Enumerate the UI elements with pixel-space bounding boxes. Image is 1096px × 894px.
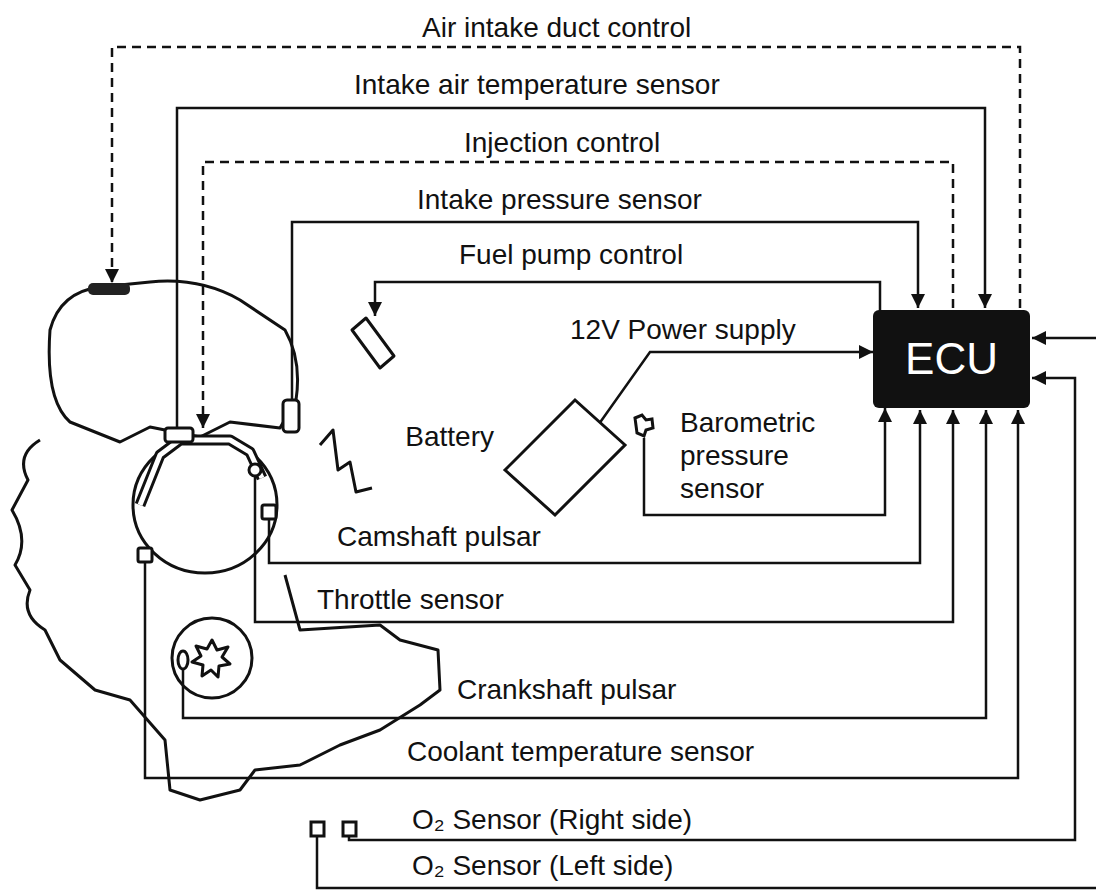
pressure-sensor: Barometric pressure sensor bbox=[632, 412, 656, 438]
control-wire bbox=[375, 282, 880, 316]
sensor-outline bbox=[632, 412, 656, 438]
wire-label: Fuel pump control bbox=[457, 238, 685, 272]
intake-tube-inner bbox=[140, 440, 262, 505]
wire-label: O₂ Sensor (Left side) bbox=[410, 849, 675, 883]
sensor-symbols bbox=[138, 400, 356, 836]
intake-pressure-sensor bbox=[283, 400, 299, 432]
part-label: Barometric pressure sensor bbox=[680, 406, 855, 505]
sensor-body bbox=[635, 415, 653, 436]
wire-label: Coolant temperature sensor bbox=[405, 735, 756, 769]
coolant-temperature-sensor bbox=[138, 548, 152, 562]
pulsar-gear bbox=[192, 640, 230, 677]
intake-tube bbox=[140, 440, 262, 505]
air-cleaner-housing bbox=[49, 281, 297, 442]
edge-label: 12V Power supply bbox=[568, 313, 798, 347]
wire-label: Throttle sensor bbox=[315, 583, 506, 617]
wires bbox=[112, 47, 1096, 888]
control-wire bbox=[203, 162, 953, 428]
fuel-pump bbox=[352, 318, 394, 368]
battery: Battery bbox=[500, 395, 630, 520]
sensor-wire bbox=[317, 836, 1096, 888]
camshaft-pulsar-bracket bbox=[320, 430, 372, 492]
battery-outline bbox=[500, 395, 630, 520]
control-wire bbox=[112, 47, 1020, 308]
camshaft-pulsar-sensor bbox=[262, 505, 276, 519]
wire-label: Camshaft pulsar bbox=[335, 520, 543, 554]
wire-label: O₂ Sensor (Right side) bbox=[410, 803, 694, 837]
wire-label: Injection control bbox=[462, 126, 662, 160]
injector bbox=[165, 428, 193, 442]
sensor-wire bbox=[292, 222, 918, 400]
sensor-wire bbox=[1032, 337, 1096, 340]
wire-label: Intake air temperature sensor bbox=[352, 68, 722, 102]
part-label: Battery bbox=[405, 420, 494, 454]
wire-label: Air intake duct control bbox=[420, 11, 693, 45]
throttle-sensor bbox=[249, 464, 261, 476]
ecu-label: ECU bbox=[905, 334, 998, 384]
battery-body bbox=[505, 400, 625, 515]
o2-sensor-right bbox=[343, 822, 356, 836]
wire-label: Intake pressure sensor bbox=[415, 183, 704, 217]
air-intake-duct bbox=[88, 283, 130, 295]
ecu-box: ECU bbox=[873, 310, 1030, 408]
sensor-wire bbox=[177, 108, 985, 428]
o2-sensor-left bbox=[311, 822, 324, 836]
crankshaft-pulsar-sensor bbox=[178, 651, 188, 669]
wire-label: Crankshaft pulsar bbox=[455, 673, 678, 707]
